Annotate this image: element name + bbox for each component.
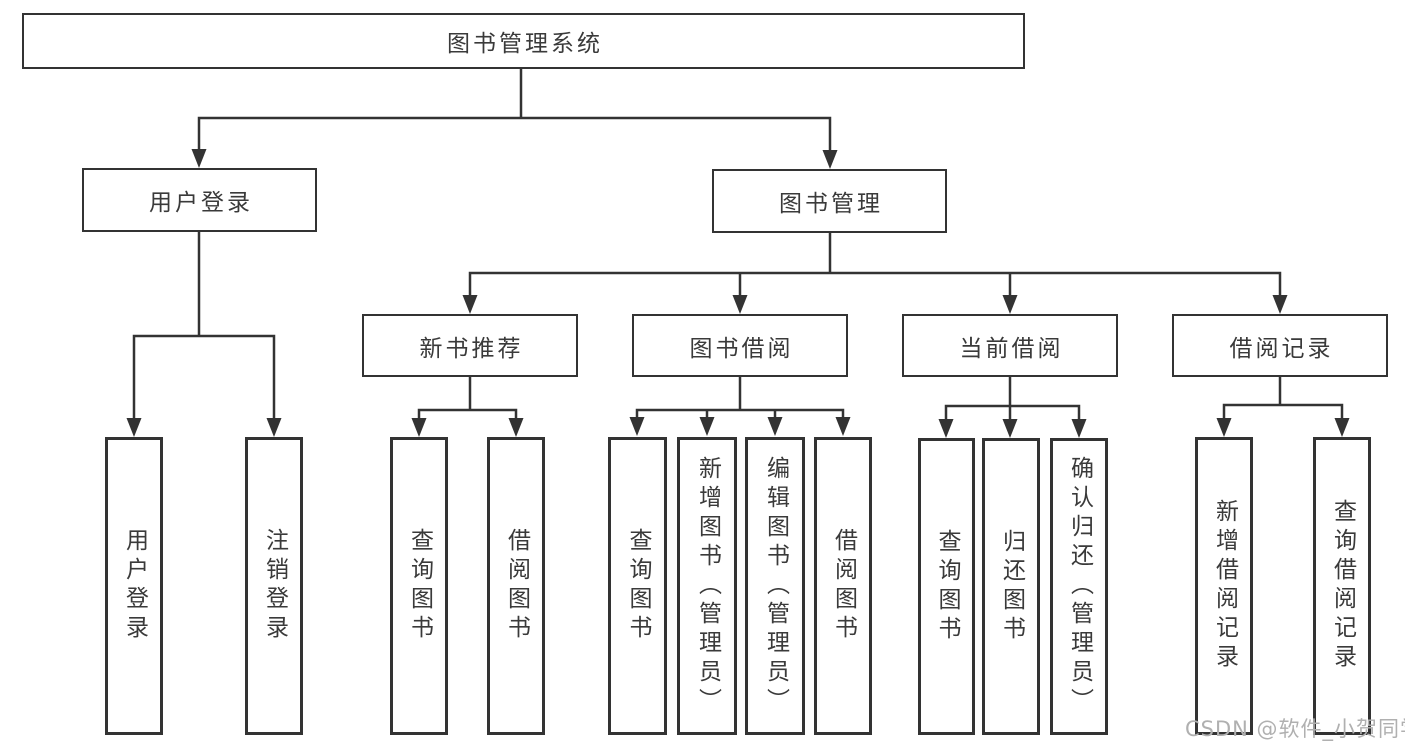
node-user-login: 用户登录 [82,168,317,232]
connector-login-split [132,334,276,422]
leaf-query-borrow-record: 查询借阅记录 [1313,437,1371,735]
leaf-add-books-admin-label: 新增图书（管理员） [694,455,721,717]
leaf-add-borrow-record: 新增借阅记录 [1195,437,1253,735]
leaf-borrow-books-2: 借阅图书 [814,437,872,735]
connector-current-split [944,404,1081,423]
leaf-logout-label: 注销登录 [261,528,288,644]
leaf-user-login: 用户登录 [105,437,163,735]
leaf-query-books-3: 查询图书 [918,438,975,735]
node-book-borrow-label: 图书借阅 [689,335,794,362]
connector-borrow-split [635,408,845,421]
leaf-return-books-label: 归还图书 [998,528,1025,645]
node-book-management-label: 图书管理 [779,191,883,217]
node-borrow-record-label: 借阅记录 [1229,335,1334,362]
node-root: 图书管理系统 [22,13,1025,69]
leaf-query-books-3-label: 查询图书 [934,528,960,645]
leaf-query-borrow-record-label: 查询借阅记录 [1329,499,1356,673]
leaf-confirm-return-admin: 确认归还（管理员） [1050,438,1108,735]
connector-root-split [197,116,832,152]
connector-recommend-split [417,408,518,422]
leaf-borrow-books-2-label: 借阅图书 [830,528,857,644]
leaf-logout: 注销登录 [245,437,303,735]
node-root-label: 图书管理系统 [447,31,603,57]
connector-mgmt-split [468,271,1282,298]
leaf-query-books-2: 查询图书 [608,437,667,735]
leaf-return-books: 归还图书 [982,438,1040,735]
node-current-borrow: 当前借阅 [902,314,1118,377]
watermark: CSDN @软件_小贺同学 [1185,717,1405,741]
leaf-query-books-1: 查询图书 [390,437,448,735]
node-user-login-label: 用户登录 [149,190,253,216]
node-new-book-recommend-label: 新书推荐 [419,335,524,362]
connector-record-split [1222,403,1344,422]
leaf-add-borrow-record-label: 新增借阅记录 [1211,499,1238,673]
leaf-borrow-books-1-label: 借阅图书 [503,528,530,644]
leaf-user-login-label: 用户登录 [121,528,148,644]
node-new-book-recommend: 新书推荐 [362,314,578,377]
leaf-borrow-books-1: 借阅图书 [487,437,545,735]
node-current-borrow-label: 当前借阅 [959,335,1064,362]
leaf-query-books-1-label: 查询图书 [406,528,433,644]
arrowheads [126,149,1350,438]
node-book-borrow: 图书借阅 [632,314,848,377]
leaf-edit-books-admin: 编辑图书（管理员） [745,437,805,735]
leaf-add-books-admin: 新增图书（管理员） [677,437,737,735]
leaf-confirm-return-admin-label: 确认归还（管理员） [1066,456,1093,717]
node-borrow-record: 借阅记录 [1172,314,1388,377]
node-book-management: 图书管理 [712,169,947,233]
leaf-query-books-2-label: 查询图书 [625,528,651,644]
leaf-edit-books-admin-label: 编辑图书（管理员） [762,455,789,717]
